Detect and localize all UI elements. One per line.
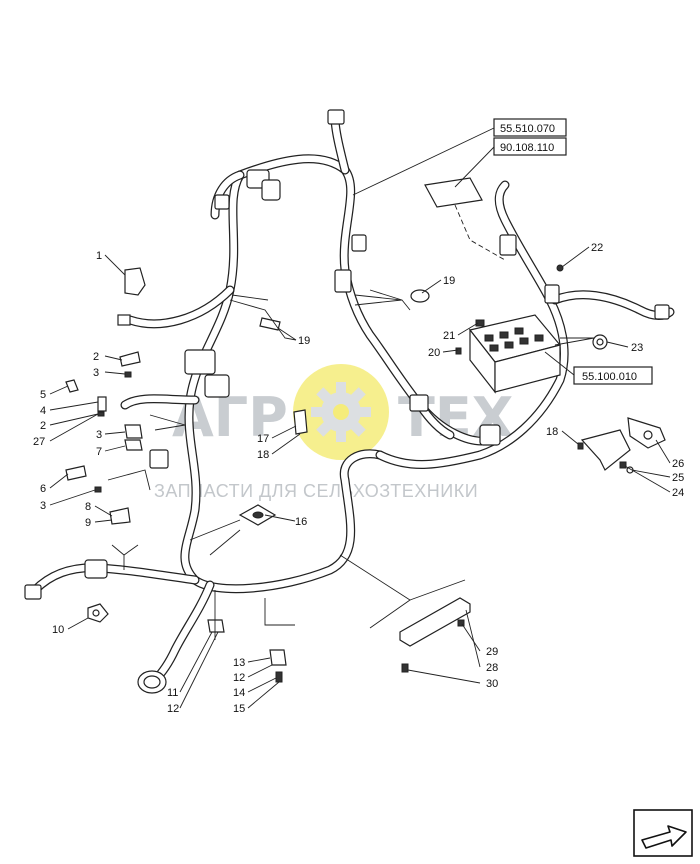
callout-label: 12 (167, 703, 179, 715)
callout-label: 5 (40, 389, 46, 401)
callout-label: 2 (40, 420, 46, 432)
fuse-box (468, 314, 562, 394)
callout-label: 6 (40, 483, 46, 495)
dash-line (454, 204, 506, 261)
callout-label: 22 (591, 242, 603, 254)
reference-label: 90.108.110 (500, 142, 554, 154)
reference-box-90108110[interactable] (493, 137, 567, 156)
callout-label: 19 (298, 335, 310, 347)
callout-label: 26 (672, 458, 684, 470)
callout-label: 3 (40, 500, 46, 512)
callout-label: 3 (96, 429, 102, 441)
callouts: 1 2 3 5 4 2 27 3 7 6 3 8 9 10 11 12 13 1… (33, 242, 684, 715)
callout-label: 10 (52, 624, 64, 636)
reference-label: 55.100.010 (582, 371, 637, 383)
leader-lines (49, 246, 671, 709)
callout-label: 9 (85, 517, 91, 529)
reference-boxes: 55.510.070 90.108.110 55.100.010 (352, 118, 653, 385)
watermark-subtitle: ЗАПЧАСТИ ДЛЯ СЕЛЬХОЗТЕХНИКИ (154, 481, 478, 501)
callout-label: 17 (257, 433, 269, 445)
label-plate (424, 177, 483, 208)
callout-label: 12 (233, 672, 245, 684)
callout-label: 18 (546, 426, 558, 438)
callout-label: 1 (96, 250, 102, 262)
callout-label: 29 (486, 646, 498, 658)
callout-label: 24 (672, 487, 684, 499)
callout-label: 20 (428, 347, 440, 359)
callout-label: 8 (85, 501, 91, 513)
callout-label: 3 (93, 367, 99, 379)
bracket-lines (107, 289, 595, 640)
next-page-icon[interactable] (633, 809, 693, 857)
callout-label: 30 (486, 678, 498, 690)
reference-box-55510070[interactable] (493, 118, 567, 137)
part-1 (124, 267, 146, 296)
callout-label: 7 (96, 446, 102, 458)
callout-label: 4 (40, 405, 46, 417)
callout-label: 18 (257, 449, 269, 461)
connectors (24, 109, 670, 694)
callout-label: 14 (233, 687, 245, 699)
callout-label: 28 (486, 662, 498, 674)
callout-label: 25 (672, 472, 684, 484)
callout-label: 19 (443, 275, 455, 287)
callout-label: 15 (233, 703, 245, 715)
loose-parts (65, 264, 666, 683)
callout-label: 11 (167, 687, 178, 699)
callout-label: 16 (295, 516, 307, 528)
callout-label: 21 (443, 330, 455, 342)
reference-box-55100010[interactable] (573, 366, 653, 385)
callout-label: 27 (33, 436, 45, 448)
callout-label: 23 (631, 342, 643, 354)
callout-label: 2 (93, 351, 99, 363)
callout-label: 13 (233, 657, 245, 669)
reference-label: 55.510.070 (500, 123, 555, 135)
